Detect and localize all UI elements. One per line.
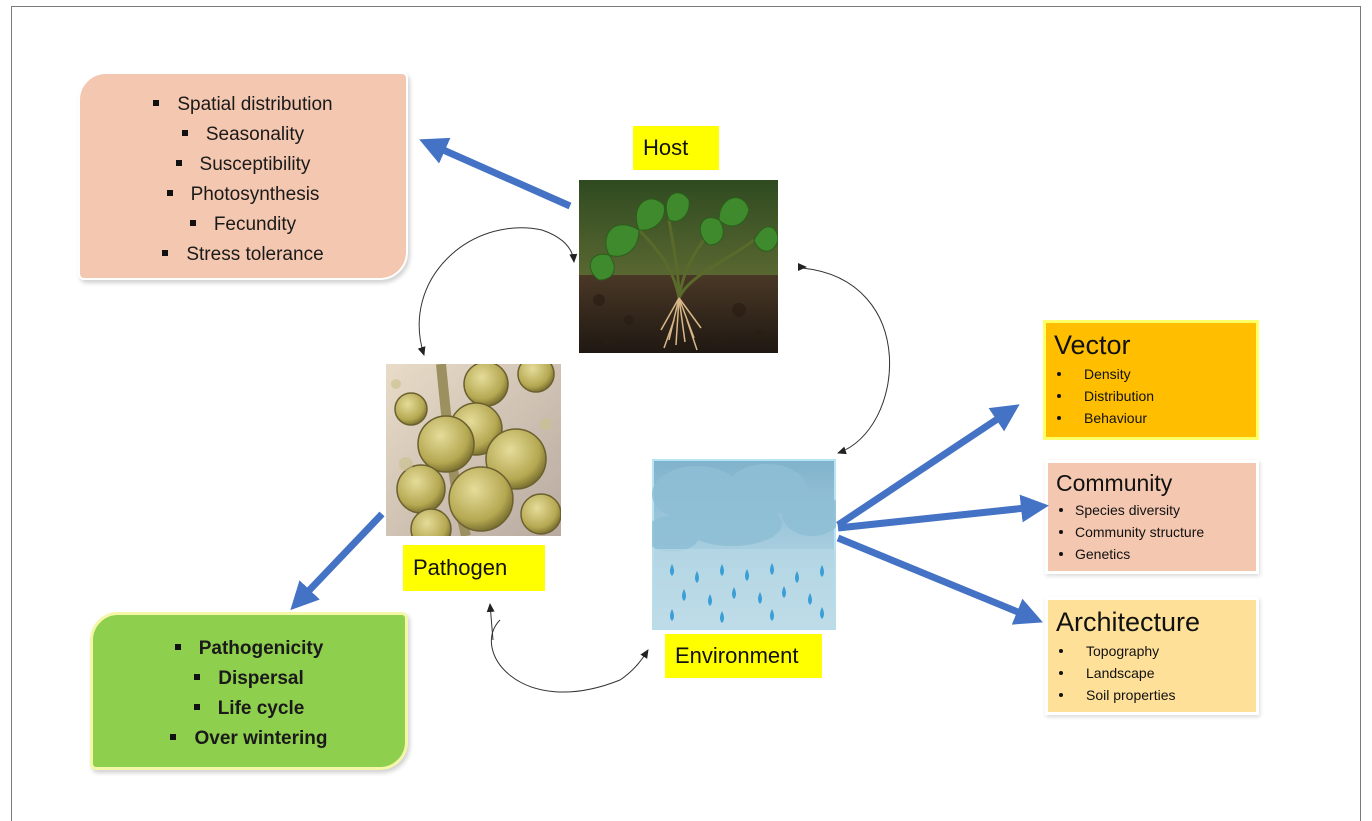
host-traits-list: Spatial distribution Seasonality Suscept… bbox=[80, 90, 406, 270]
pathogen-label: Pathogen bbox=[403, 545, 545, 591]
host-trait: Fecundity bbox=[80, 210, 406, 240]
community-title: Community bbox=[1056, 470, 1173, 496]
pathogen-trait: Life cycle bbox=[93, 694, 405, 724]
host-trait: Seasonality bbox=[80, 120, 406, 150]
pathogen-traits-box: Pathogenicity Dispersal Life cycle Over … bbox=[90, 612, 408, 770]
architecture-item: Landscape bbox=[1056, 662, 1256, 684]
vector-list: Density Distribution Behaviour bbox=[1054, 363, 1256, 429]
community-list: Species diversity Community structure Ge… bbox=[1056, 499, 1256, 565]
pathogen-trait: Pathogenicity bbox=[93, 634, 405, 664]
community-item: Species diversity bbox=[1056, 499, 1256, 521]
architecture-item: Topography bbox=[1056, 640, 1256, 662]
host-traits-box: Spatial distribution Seasonality Suscept… bbox=[78, 72, 408, 280]
pathogen-trait: Dispersal bbox=[93, 664, 405, 694]
community-item: Community structure bbox=[1056, 521, 1256, 543]
environment-rain-image bbox=[652, 459, 836, 630]
host-trait: Photosynthesis bbox=[80, 180, 406, 210]
host-trait: Susceptibility bbox=[80, 150, 406, 180]
vector-panel: Vector Density Distribution Behaviour bbox=[1043, 320, 1259, 440]
host-trait: Stress tolerance bbox=[80, 240, 406, 270]
host-trait: Spatial distribution bbox=[80, 90, 406, 120]
vector-item: Density bbox=[1054, 363, 1256, 385]
vector-item: Behaviour bbox=[1054, 407, 1256, 429]
architecture-list: Topography Landscape Soil properties bbox=[1056, 640, 1256, 706]
pathogen-spores-image bbox=[386, 364, 561, 536]
host-label: Host bbox=[633, 126, 719, 170]
community-panel: Community Species diversity Community st… bbox=[1045, 460, 1259, 574]
pathogen-traits-list: Pathogenicity Dispersal Life cycle Over … bbox=[93, 634, 405, 754]
host-plant-image bbox=[579, 180, 778, 353]
community-item: Genetics bbox=[1056, 543, 1256, 565]
environment-label: Environment bbox=[665, 634, 822, 678]
architecture-item: Soil properties bbox=[1056, 684, 1256, 706]
vector-title: Vector bbox=[1054, 330, 1131, 360]
architecture-title: Architecture bbox=[1056, 607, 1201, 637]
vector-item: Distribution bbox=[1054, 385, 1256, 407]
architecture-panel: Architecture Topography Landscape Soil p… bbox=[1045, 597, 1259, 715]
pathogen-trait: Over wintering bbox=[93, 724, 405, 754]
